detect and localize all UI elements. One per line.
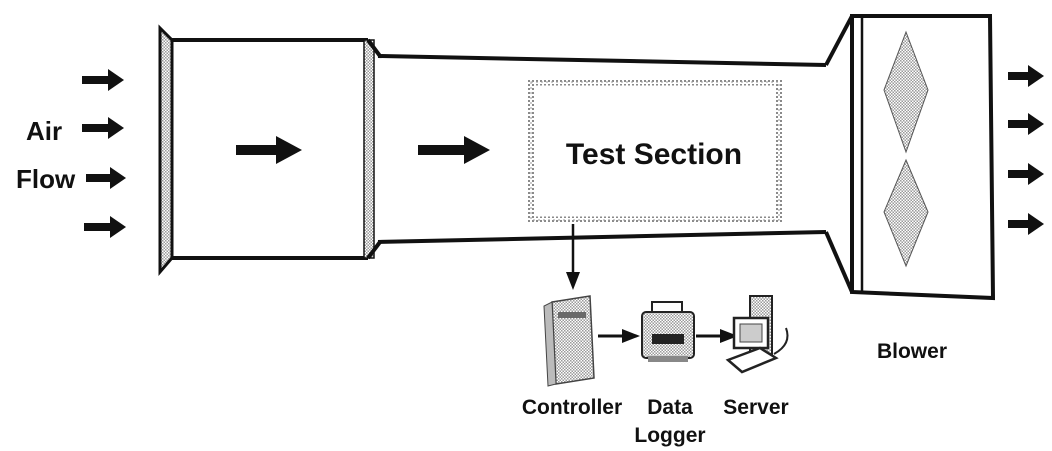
label-flow: Flow <box>16 164 76 194</box>
internal-arrows <box>236 136 490 164</box>
flow-arrow <box>82 117 124 139</box>
flow-arrow <box>82 69 124 91</box>
diffuser <box>824 15 854 293</box>
contraction <box>366 38 382 260</box>
flow-arrow <box>84 216 126 238</box>
label-air: Air <box>26 116 62 146</box>
label-test-section: Test Section <box>566 138 742 171</box>
controller-icon <box>543 295 595 387</box>
inlet-flange <box>158 24 174 277</box>
blower-housing <box>850 14 996 301</box>
flow-arrow <box>1008 65 1044 87</box>
label-blower: Blower <box>877 340 947 363</box>
outlet-arrows <box>1008 65 1044 235</box>
fan-blade-icon <box>883 30 929 268</box>
label-server: Server <box>723 396 788 419</box>
flow-arrow <box>1008 163 1044 185</box>
data-logger-icon <box>641 301 695 362</box>
tunnel-duct <box>377 54 827 244</box>
inlet-arrows <box>82 69 126 238</box>
sensor-line <box>566 224 580 290</box>
label-logger: Logger <box>634 424 705 447</box>
connector-arrow <box>696 329 738 343</box>
flow-arrow <box>418 136 490 164</box>
test-section-box <box>527 78 783 224</box>
label-data: Data <box>647 396 693 419</box>
connector-arrow <box>598 329 640 343</box>
server-computer-icon <box>725 295 789 374</box>
flow-arrow <box>86 167 126 189</box>
flow-arrow <box>236 136 302 164</box>
flow-arrow <box>1008 213 1044 235</box>
flow-arrow <box>1008 113 1044 135</box>
label-controller: Controller <box>522 396 622 419</box>
